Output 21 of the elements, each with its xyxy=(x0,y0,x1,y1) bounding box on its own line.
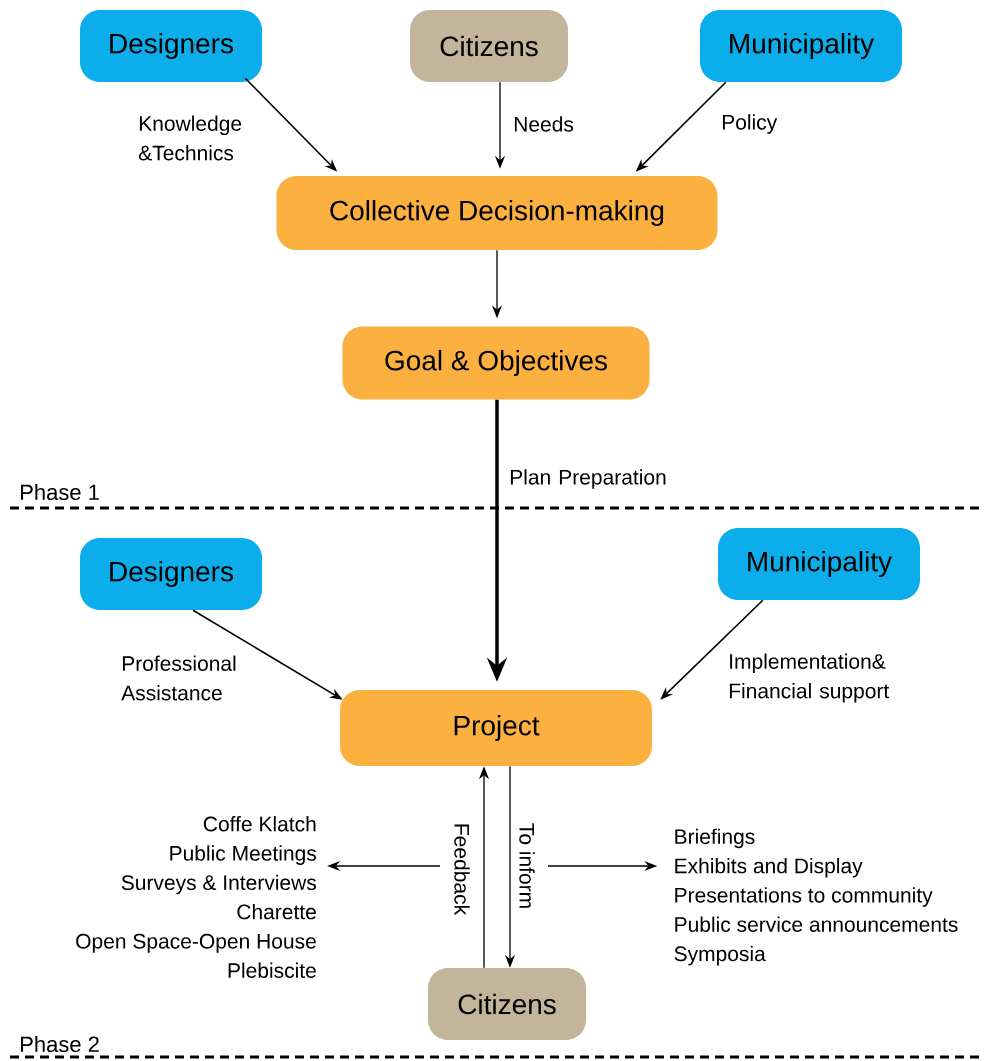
edge-label: Feedback xyxy=(454,824,470,916)
edge-label: Implementation& Financial support xyxy=(729,653,890,703)
edge-label: Policy xyxy=(722,114,778,134)
rounded-box: Designers xyxy=(80,538,262,610)
text-list: Briefings Exhibits and Display Presentations to community Public service announcements Symposia xyxy=(674,828,958,966)
rounded-box: Collective Decision-making xyxy=(276,176,718,250)
text-list: Coffe Klatch Public Meetings Surveys & Interviews Charette Open Space-Open House Plebiscite xyxy=(76,816,317,978)
rounded-box: Citizens xyxy=(428,968,586,1040)
rounded-box: Citizens xyxy=(410,10,568,82)
rounded-box: Municipality xyxy=(718,528,920,600)
rounded-box: Municipality xyxy=(700,10,902,82)
edge-label: Professional Assistance xyxy=(121,655,236,701)
edge-label: Knowledge &Technics xyxy=(138,115,242,161)
edge-label: Needs xyxy=(514,116,574,132)
phase-label: Phase 2 xyxy=(21,1035,99,1053)
rounded-box: Designers xyxy=(80,10,262,82)
edge-label: To inform xyxy=(519,823,535,908)
phase-label: Phase 1 xyxy=(21,483,99,501)
rounded-box: Project xyxy=(340,690,652,766)
rounded-box: Goal & Objectives xyxy=(342,326,650,400)
edge-label: Plan Preparation xyxy=(510,469,666,489)
